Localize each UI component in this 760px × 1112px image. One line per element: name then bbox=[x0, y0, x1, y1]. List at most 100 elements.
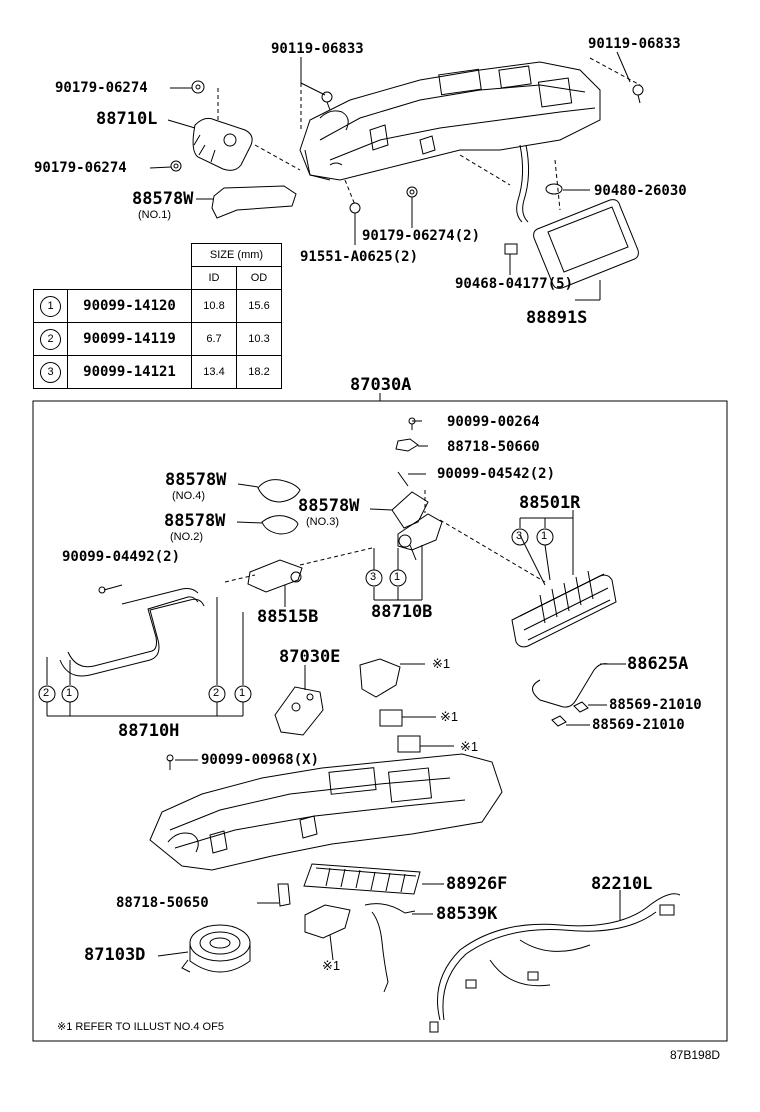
row-part: 90099-14119 bbox=[67, 322, 192, 356]
callout-1: 1 bbox=[541, 530, 548, 542]
label-88569-21010-b: 88569-21010 bbox=[592, 717, 685, 733]
upper-drain-hose bbox=[516, 144, 524, 223]
label-90480-26030: 90480-26030 bbox=[594, 183, 687, 199]
bracket-88515B bbox=[247, 559, 303, 593]
label-88710B: 88710B bbox=[371, 602, 433, 622]
label-no4: (NO.4) bbox=[172, 490, 205, 502]
row-od: 10.3 bbox=[236, 322, 282, 356]
label-88625A: 88625A bbox=[627, 654, 689, 674]
upper-leaders bbox=[217, 57, 641, 211]
size-row: 2 90099-14119 6.7 10.3 bbox=[33, 322, 282, 356]
clip-88569-b bbox=[551, 715, 567, 727]
label-no2: (NO.2) bbox=[170, 531, 203, 543]
filter-frame-88891S bbox=[533, 199, 639, 289]
sensor-88718-50650 bbox=[277, 883, 291, 907]
size-row: 3 90099-14121 13.4 18.2 bbox=[33, 355, 282, 389]
label-90099-04542: 90099-04542(2) bbox=[437, 466, 556, 482]
label-90119-06833-right: 90119-06833 bbox=[588, 36, 681, 52]
servo-linkage bbox=[359, 658, 425, 698]
label-88578W-no1: 88578W bbox=[132, 189, 194, 209]
upper-hvac-unit bbox=[299, 61, 601, 181]
frame-fasteners bbox=[98, 417, 428, 770]
label-88710H: 88710H bbox=[118, 721, 180, 741]
row-part: 90099-14121 bbox=[67, 355, 192, 389]
callout-2: 2 bbox=[213, 687, 220, 699]
insulator-no1 bbox=[211, 185, 297, 219]
label-82210L: 82210L bbox=[591, 874, 653, 894]
footnote: ※1 REFER TO ILLUST NO.4 OF5 bbox=[57, 1021, 224, 1033]
actuator-87030E bbox=[274, 686, 324, 736]
row-number: 2 bbox=[40, 328, 61, 350]
frame-leaders bbox=[224, 490, 546, 583]
wire-harness-82210L bbox=[429, 893, 681, 1033]
drain-hose-88539K bbox=[364, 903, 416, 993]
label-90119-06833-left: 90119-06833 bbox=[271, 41, 364, 57]
label-87030A: 87030A bbox=[350, 375, 412, 395]
ref-note-3: ※1 bbox=[460, 739, 479, 754]
row-part: 90099-14120 bbox=[67, 289, 192, 323]
label-no1: (NO.1) bbox=[138, 209, 171, 221]
row-od: 18.2 bbox=[236, 355, 282, 389]
row-number: 3 bbox=[40, 361, 61, 383]
col-od: OD bbox=[236, 266, 282, 290]
label-90179-06274-2: 90179-06274(2) bbox=[362, 228, 481, 244]
tube-88710H bbox=[59, 588, 205, 677]
row-id: 10.8 bbox=[191, 289, 237, 323]
label-88578W-no2: 88578W bbox=[164, 511, 226, 531]
label-no3: (NO.3) bbox=[306, 516, 339, 528]
label-88501R: 88501R bbox=[519, 493, 581, 513]
callout-1: 1 bbox=[394, 571, 401, 583]
label-88578W-no3: 88578W bbox=[298, 496, 360, 516]
callout-3: 3 bbox=[516, 530, 523, 542]
callout-2: 2 bbox=[43, 687, 50, 699]
air-filter-88926F bbox=[303, 863, 421, 895]
label-90179-06274-mid: 90179-06274 bbox=[34, 160, 127, 176]
servo-motor-2 bbox=[397, 735, 421, 753]
clip-88569-a bbox=[573, 701, 589, 713]
label-87030E: 87030E bbox=[279, 647, 341, 667]
label-88891S: 88891S bbox=[526, 308, 588, 328]
size-header: SIZE (mm) bbox=[191, 243, 282, 267]
callout-1: 1 bbox=[239, 687, 246, 699]
label-90099-04492: 90099-04492(2) bbox=[62, 549, 181, 565]
ref-note-1: ※1 bbox=[432, 656, 451, 671]
evaporator-88501R bbox=[511, 570, 617, 648]
label-91551-A0625: 91551-A0625(2) bbox=[300, 249, 419, 265]
label-90099-00264: 90099-00264 bbox=[447, 414, 540, 430]
expansion-valve-88710B bbox=[397, 513, 443, 561]
callout-circles bbox=[38, 528, 554, 703]
insulator-no4 bbox=[257, 479, 301, 503]
sensor-wire-88625A bbox=[532, 663, 609, 708]
lower-hvac-unit bbox=[149, 753, 503, 871]
label-90468-04177: 90468-04177(5) bbox=[455, 276, 574, 292]
callout-leaders bbox=[46, 518, 546, 717]
row-id: 13.4 bbox=[191, 355, 237, 389]
size-row: 1 90099-14120 10.8 15.6 bbox=[33, 289, 282, 323]
label-88718-50650: 88718-50650 bbox=[116, 895, 209, 911]
insulator-no2 bbox=[261, 515, 299, 535]
blower-87103D bbox=[181, 924, 251, 973]
ref-note-2: ※1 bbox=[440, 709, 459, 724]
upper-fasteners bbox=[170, 80, 644, 255]
label-88515B: 88515B bbox=[257, 607, 319, 627]
row-od: 15.6 bbox=[236, 289, 282, 323]
label-88569-21010-a: 88569-21010 bbox=[609, 697, 702, 713]
label-90099-00968: 90099-00968(X) bbox=[201, 752, 320, 768]
label-88926F: 88926F bbox=[446, 874, 508, 894]
expansion-valve-88710L bbox=[192, 117, 253, 171]
row-id: 6.7 bbox=[191, 322, 237, 356]
callout-1: 1 bbox=[66, 687, 73, 699]
label-87103D: 87103D bbox=[84, 945, 146, 965]
callout-3: 3 bbox=[370, 571, 377, 583]
servo-motor-1 bbox=[379, 709, 403, 727]
size-table: SIZE (mm) ID OD 1 90099-14120 10.8 15.6 … bbox=[33, 243, 282, 389]
label-90179-06274-top: 90179-06274 bbox=[55, 80, 148, 96]
label-88539K: 88539K bbox=[436, 904, 498, 924]
label-88718-50660: 88718-50660 bbox=[447, 439, 540, 455]
row-number: 1 bbox=[40, 295, 61, 317]
amplifier-module bbox=[304, 904, 351, 939]
ref-note-4: ※1 bbox=[322, 958, 341, 973]
label-88710L: 88710L bbox=[96, 109, 158, 129]
